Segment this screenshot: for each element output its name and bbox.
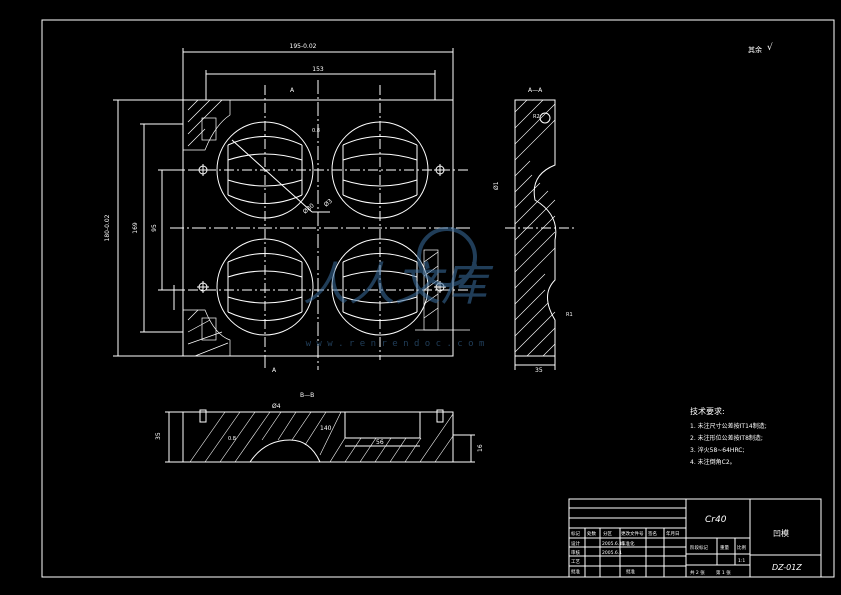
roughness-symbol: √ — [767, 42, 773, 53]
dim-overall-height: 180-0.02 — [104, 214, 111, 241]
tb-approve-label: 批准 — [571, 568, 580, 575]
tb-process-label: 工艺 — [571, 559, 580, 565]
watermark: 人人文库 w w w . r e n r e n d o c . c o m — [303, 227, 494, 349]
watermark-url: w w w . r e n r e n d o c . c o m — [306, 339, 485, 349]
bb-slot-dim: 56 — [376, 439, 384, 446]
tb-sheets-total: 共 2 张 — [690, 569, 705, 576]
roughness-note: 其余 — [748, 45, 762, 54]
bb-phi-dim: Ø4 — [272, 403, 281, 410]
tb-sheet-no: 第 1 张 — [716, 569, 731, 576]
cavity-circle — [331, 121, 429, 219]
drawing-number: DZ-01Z — [772, 563, 802, 572]
tb-check-label: 审核 — [571, 549, 580, 556]
section-bb-label: B—B — [300, 392, 314, 399]
tb-design-label: 设计 — [571, 540, 580, 547]
plan-dims: 195-0.02 153 180-0.02 169 95 Ø80 Ø3 0.8 … — [104, 43, 334, 374]
tech-req-title: 技术要求: — [690, 406, 725, 416]
aa-phi: Ø1 — [493, 181, 500, 190]
dim-hole-dia-2: Ø3 — [323, 198, 334, 209]
title-block-text: Cr40 凹模 DZ-01Z 标记 处数 分区 更改文件号 签名 年月日 设计 … — [571, 515, 802, 576]
bb-width-dim: 140 — [320, 425, 332, 432]
aa-r2: R2 — [533, 114, 540, 120]
dim-radius: 0.8 — [312, 128, 320, 134]
watermark-logo-icon — [417, 227, 477, 287]
tb-row-label: 年月日 — [666, 530, 680, 537]
tech-requirements: 技术要求: 1. 未注尺寸公差按IT14制造; 2. 未注形位公差按IT8制造;… — [690, 406, 767, 466]
tb-stage-label: 阶段标记 — [690, 544, 708, 551]
tb-scale-label: 比例 — [737, 544, 746, 551]
aa-width-dim: 35 — [535, 367, 543, 374]
watermark-text: 人人文库 — [303, 257, 494, 311]
title-block — [568, 498, 822, 578]
tech-req-item: 1. 未注尺寸公差按IT14制造; — [690, 422, 767, 430]
dim-inner-width: 153 — [312, 66, 324, 73]
tb-approve-label-2: 批准 — [626, 568, 635, 575]
tb-check-date: 2005.6.1 — [602, 550, 622, 556]
part-name: 凹模 — [773, 528, 789, 538]
cavity-circle — [216, 121, 314, 219]
bb-radius-dim: 0.8 — [228, 436, 236, 442]
tb-scale-value: 1:1 — [738, 558, 745, 564]
cut-marker-top: A — [290, 87, 295, 94]
tb-design-date: 2005.6.11 — [602, 541, 625, 547]
dim-inner-height-2: 95 — [151, 224, 158, 232]
tb-row-label: 处数 — [587, 530, 596, 537]
tb-row-label: 签名 — [648, 530, 657, 537]
drawing-border — [41, 19, 835, 578]
tb-row-label: 更改文件号 — [621, 530, 644, 537]
section-bb — [165, 409, 475, 463]
plan-view — [113, 48, 470, 370]
dim-inner-height: 169 — [132, 222, 139, 234]
tb-standard-label: 标准化 — [621, 540, 635, 547]
bb-right-dim: 16 — [477, 444, 484, 452]
tech-req-item: 4. 未注倒角C2。 — [690, 458, 736, 466]
cavity-circle — [216, 238, 314, 336]
tb-weight-label: 重量 — [720, 544, 729, 551]
tech-req-item: 2. 未注形位公差按IT8制造; — [690, 434, 763, 442]
material: Cr40 — [705, 515, 727, 525]
cavity-slots — [227, 136, 418, 321]
dim-overall-width: 195-0.02 — [290, 43, 317, 50]
tb-row-label: 标记 — [571, 530, 580, 537]
hatch-corner — [182, 99, 231, 357]
tb-row-label: 分区 — [603, 530, 612, 537]
aa-outline — [514, 99, 557, 357]
aa-r1: R1 — [566, 312, 573, 318]
bb-outline — [182, 411, 454, 463]
section-aa-label: A—A — [528, 87, 543, 94]
section-aa — [505, 99, 575, 370]
bb-thickness-dim: 35 — [155, 432, 162, 440]
cut-marker-bottom: A — [272, 367, 277, 374]
tech-req-item: 3. 淬火58~64HRC; — [690, 446, 745, 454]
